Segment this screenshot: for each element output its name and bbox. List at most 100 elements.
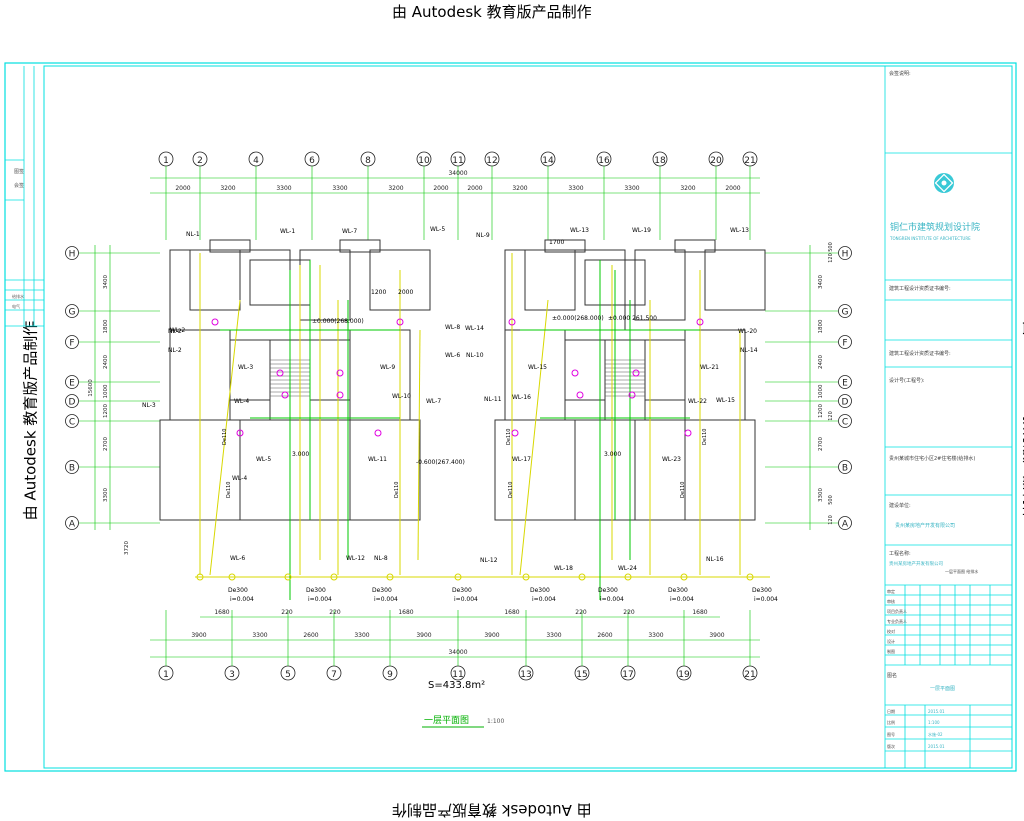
pipe-spec: De300 <box>306 587 326 594</box>
meta-label-4: 版次 <box>887 743 895 749</box>
dim-bottom: 3900 <box>416 632 431 639</box>
pipe-label: WL-18 <box>554 565 573 572</box>
room-wall <box>189 249 241 311</box>
pipe-label: WL-7 <box>426 398 441 405</box>
manhole-icon <box>746 573 754 581</box>
room-wall <box>249 259 311 306</box>
pipe-label: NL-14 <box>740 347 758 354</box>
dim-left: 1800 <box>103 319 109 333</box>
drawing-title: 一层平面图 <box>424 715 469 726</box>
pipe-layer <box>195 253 770 600</box>
room-wall <box>349 419 421 521</box>
dim-top: 3200 <box>512 185 527 192</box>
pipe-label: WL-5 <box>256 456 271 463</box>
dim-right: 3400 <box>818 275 824 289</box>
axis-label-top: 21 <box>744 156 755 166</box>
room-wall <box>644 339 686 401</box>
axis-label-left: A <box>69 520 76 530</box>
left-strip-label-2: 会签 <box>14 182 24 189</box>
pipe-label: WL-2 <box>170 327 185 334</box>
axis-label-right: E <box>842 379 848 389</box>
dim-bottom: 3300 <box>252 632 267 639</box>
manhole-icon <box>330 573 338 581</box>
left-strip-label-3: 给排水 <box>12 293 24 299</box>
watermark-top: 由 Autodesk 教育版产品制作 <box>392 3 592 21</box>
dim-top: 2000 <box>433 185 448 192</box>
dim-left: 1200 <box>103 404 109 418</box>
dim-bottom: 2600 <box>303 632 318 639</box>
dim-bottom: 3900 <box>191 632 206 639</box>
pipe-label: WL-14 <box>465 325 484 332</box>
slope-label: i=0.004 <box>308 596 332 603</box>
drawing-scale: 1:100 <box>487 718 504 725</box>
slope-label: i=0.004 <box>600 596 624 603</box>
dim-right: 1000 <box>818 384 824 398</box>
axis-label-top: 6 <box>309 156 315 166</box>
fixture-icon <box>576 391 584 399</box>
fixture-icon <box>696 318 704 326</box>
fixture-icon <box>396 318 404 326</box>
plan-label: 设计号(工程号): <box>889 377 925 384</box>
dim-sub: 1680 <box>504 609 519 616</box>
left-strip-label-1: 图签 <box>14 168 24 175</box>
room-wall <box>634 249 686 321</box>
pipe-spec: De300 <box>228 587 248 594</box>
pipe-label: NL-11 <box>484 396 502 403</box>
axis-label-left: G <box>69 308 76 318</box>
axis-bubble-right <box>838 414 852 428</box>
pipe-label: WL-13 <box>570 227 589 234</box>
slope-label: i=0.004 <box>374 596 398 603</box>
dim-top: 2000 <box>175 185 190 192</box>
axis-bubble-left <box>65 394 79 408</box>
dim-right-extra: 120 <box>828 253 834 263</box>
meta-label-2: 比例 <box>887 719 895 725</box>
role-3: 项目负责人 <box>887 608 907 614</box>
pipe-spec: De300 <box>668 587 688 594</box>
pipe-label: WL-24 <box>618 565 637 572</box>
meta-label-3: 图号 <box>887 731 895 737</box>
axis-label-bottom: 7 <box>331 670 337 680</box>
dim-sub: 220 <box>575 609 587 616</box>
elevation-label: ±0.000 261.500 <box>608 315 657 322</box>
inner-frame <box>43 65 1013 769</box>
axis-bubble-right <box>838 335 852 349</box>
dim-left: 3300 <box>103 488 109 502</box>
pipe-label: WL-5 <box>430 226 445 233</box>
elevation-label: 3.000 <box>604 451 621 458</box>
role-1: 审定 <box>887 588 895 594</box>
elevation-label: 3.000 <box>292 451 309 458</box>
axis-bubble-left <box>65 304 79 318</box>
axis-label-top: 4 <box>253 156 259 166</box>
axis-label-bottom: 19 <box>678 670 690 680</box>
dim-top: 2000 <box>467 185 482 192</box>
room-wall <box>299 419 351 521</box>
manhole-icon <box>522 573 530 581</box>
pipe-spec: De300 <box>452 587 472 594</box>
pipe-size-label: De110 <box>394 482 400 498</box>
room-wall <box>574 419 636 521</box>
pipe-label: WL-1 <box>280 228 295 235</box>
building-walls <box>159 239 766 521</box>
pipe-label: NL-10 <box>466 352 484 359</box>
dim-left-total: 15600 <box>88 379 94 397</box>
pipe-label: NL-16 <box>706 556 724 563</box>
fixture-icon <box>684 429 692 437</box>
axis-label-right: D <box>842 398 849 408</box>
client-name: 贵州某房地产开发有限公司 <box>895 522 955 529</box>
pipe-label: NL-8 <box>374 555 388 562</box>
dim-left: 3400 <box>103 275 109 289</box>
role-4: 专业负责人 <box>887 618 907 624</box>
dim-misc: 1700 <box>549 239 564 246</box>
pipe-label: WL-20 <box>738 328 757 335</box>
axis-label-top: 2 <box>197 156 203 166</box>
fixture-icon <box>281 391 289 399</box>
axis-bubble-left <box>65 414 79 428</box>
role-6: 设计 <box>887 638 895 644</box>
room-wall <box>564 339 606 401</box>
dim-right: 1200 <box>818 404 824 418</box>
axis-label-top: 1 <box>163 156 169 166</box>
drawing-name-value: 一层平面图 <box>930 686 955 692</box>
manhole-icon <box>454 573 462 581</box>
axis-label-right: H <box>842 250 849 260</box>
elevation-label: -0.600(267.400) <box>416 459 465 466</box>
